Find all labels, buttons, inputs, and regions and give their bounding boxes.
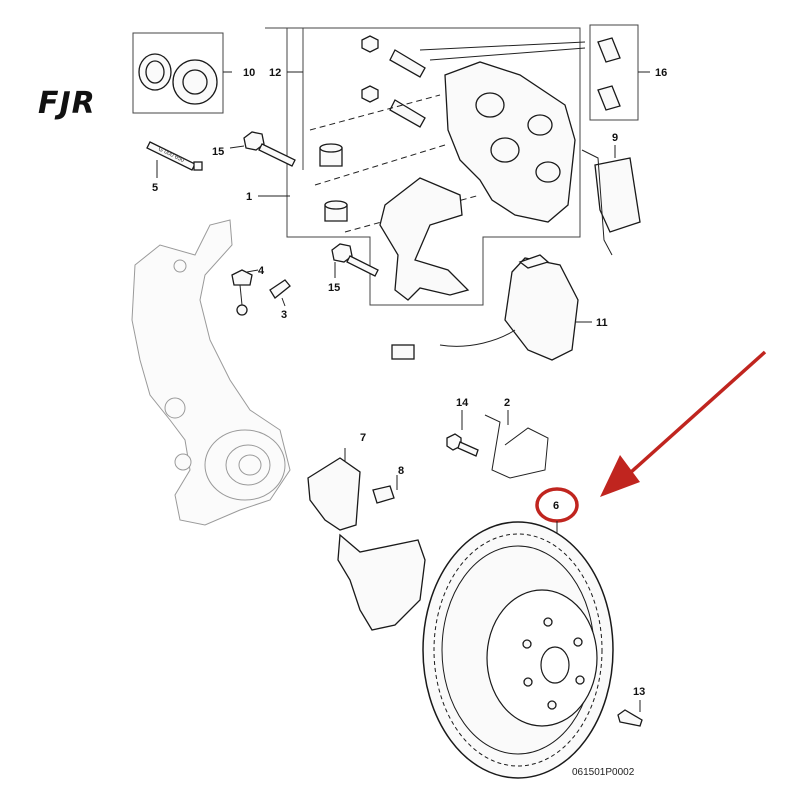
wear-sensor-bracket — [484, 414, 549, 479]
reference-code: 061501P0002 — [572, 767, 635, 778]
callout-8: 8 — [398, 465, 404, 477]
callout-4: 4 — [258, 265, 265, 277]
callout-1: 1 — [246, 191, 252, 203]
disc-screw — [617, 709, 643, 727]
callout-5: 5 — [152, 182, 158, 194]
box-part-10 — [132, 32, 224, 114]
anti-rattle-spring — [581, 149, 641, 256]
brake-caliper — [444, 61, 576, 223]
logo-text: FJR — [38, 86, 96, 121]
guide-bolts — [319, 35, 426, 222]
splash-shield — [307, 457, 426, 631]
callout-9: 9 — [612, 132, 618, 144]
brand-logo: FJR — [38, 86, 96, 121]
sensor-bolt — [446, 433, 479, 457]
callout-15b: 15 — [328, 282, 340, 294]
callout-3: 3 — [281, 309, 287, 321]
mounting-bolt-upper — [243, 131, 296, 167]
grease-tube: G 000 650 — [146, 141, 203, 171]
callout-13: 13 — [633, 686, 645, 698]
shield-bolt — [372, 485, 395, 504]
callout-6: 6 — [553, 500, 559, 512]
caliper-carrier — [379, 177, 470, 301]
bleeder-cap — [231, 269, 253, 316]
box-caliper-assembly — [265, 27, 581, 306]
callout-7: 7 — [360, 432, 366, 444]
bleeder-screw — [269, 279, 291, 299]
callout-12: 12 — [269, 67, 281, 79]
highlight-arrow — [600, 350, 767, 497]
steering-knuckle — [131, 219, 291, 526]
callout-2: 2 — [504, 397, 510, 409]
callout-15a: 15 — [212, 146, 224, 158]
callout-11: 11 — [596, 317, 608, 329]
wheel-bearing — [138, 53, 218, 105]
brake-disc — [422, 521, 614, 779]
callout-14: 14 — [456, 397, 469, 409]
callout-16: 16 — [655, 67, 667, 79]
guide-pins — [597, 37, 621, 111]
callout-10: 10 — [243, 67, 255, 79]
mounting-bolt-lower — [331, 243, 379, 277]
brake-pad-set — [391, 254, 579, 361]
